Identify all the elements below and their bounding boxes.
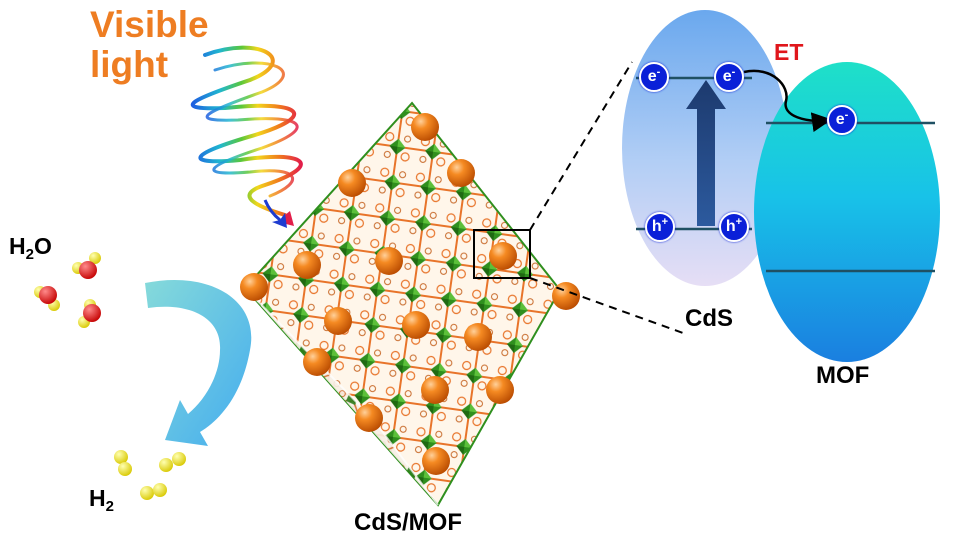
cds-nanoparticle-icon bbox=[240, 113, 580, 475]
mof-label: MOF bbox=[816, 362, 870, 389]
rainbow-light-wave-icon bbox=[190, 45, 303, 228]
reaction-swoosh-arrow bbox=[145, 279, 252, 446]
electron-transfer-arrow bbox=[743, 69, 832, 133]
excitation-arrow-icon bbox=[686, 80, 726, 226]
visible-light-label: Visible light bbox=[90, 5, 209, 85]
mof-band-ellipse bbox=[754, 62, 940, 362]
electron-icon: e- bbox=[714, 62, 744, 92]
cds-label: CdS bbox=[685, 305, 733, 332]
composite-label: CdS/MOF bbox=[354, 509, 462, 536]
hole-icon: h+ bbox=[645, 212, 675, 242]
visible-light-line1: Visible bbox=[90, 4, 209, 45]
zoom-box bbox=[473, 229, 531, 279]
electron-transfer-label: ET bbox=[774, 39, 804, 65]
water-label: H2O bbox=[9, 233, 52, 263]
zoom-leader-top bbox=[529, 61, 633, 231]
hole-icon: h+ bbox=[719, 212, 749, 242]
visible-light-line2: light bbox=[90, 44, 169, 85]
cds-mof-octahedron bbox=[243, 101, 562, 507]
electron-icon: e- bbox=[639, 62, 669, 92]
water-molecule-icon bbox=[34, 252, 101, 328]
hydrogen-molecule-icon bbox=[114, 450, 186, 500]
electron-icon: e- bbox=[827, 105, 857, 135]
hydrogen-label: H2 bbox=[89, 485, 114, 515]
